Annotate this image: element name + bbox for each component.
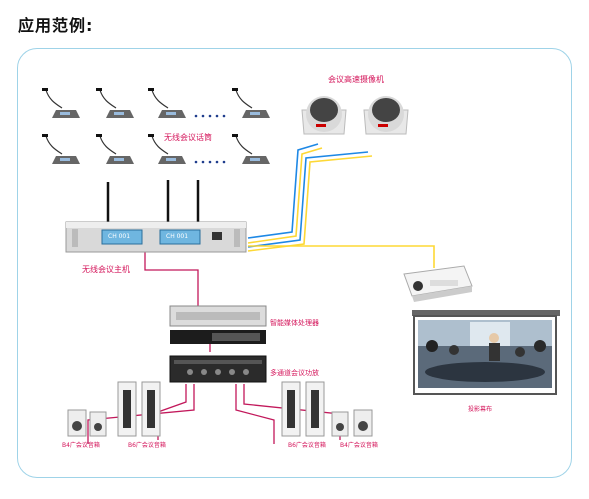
speaker: [353, 409, 373, 437]
screen-label: 投影幕布: [468, 406, 493, 413]
host-screen-left: CH 001: [108, 233, 131, 240]
host-screen-right: CH 001: [166, 233, 189, 240]
amplifier-label: 多通道会议功放: [270, 369, 319, 377]
ellipsis-dots: [194, 114, 226, 164]
amplifier: [169, 355, 267, 383]
camera-cable-blue-1: [247, 143, 319, 239]
microphone: [232, 134, 270, 164]
host-label: 无线会议主机: [82, 265, 130, 274]
dome-camera: [301, 96, 347, 135]
speaker: [331, 411, 349, 437]
microphone: [148, 88, 186, 118]
camera-cable-yellow-2: [247, 155, 373, 252]
microphone: [42, 134, 80, 164]
microphone: [42, 88, 80, 118]
speaker-label-1: B4广会议音箱: [62, 442, 100, 449]
microphone: [232, 88, 270, 118]
wireless-host-unit: [65, 180, 247, 253]
speaker: [67, 409, 87, 437]
camera-cables: [247, 143, 373, 252]
camera-cable-yellow-1: [247, 147, 323, 244]
camera-label: 会议高速摄像机: [328, 75, 384, 84]
processor-label: 智能媒体处理器: [270, 319, 319, 327]
speaker: [89, 411, 107, 437]
microphones-label: 无线会议话筒: [164, 133, 212, 142]
camera-cable-blue-2: [247, 151, 369, 248]
microphone: [96, 88, 134, 118]
media-processor: [169, 305, 267, 344]
projector-cable: [248, 245, 435, 268]
page-heading: 应用范例:: [18, 16, 94, 35]
speaker: [117, 381, 137, 437]
speaker-label-3: B6广会议音箱: [288, 442, 326, 449]
microphone: [96, 134, 134, 164]
projection-screen: [412, 310, 560, 395]
speaker-label-4: B4广会议音箱: [340, 442, 378, 449]
speaker-label-2: B6广会议音箱: [128, 442, 166, 449]
microphone: [148, 134, 186, 164]
speaker: [305, 381, 325, 437]
dome-camera: [363, 96, 409, 135]
speaker: [281, 381, 301, 437]
projector: [403, 265, 473, 302]
speaker: [141, 381, 161, 437]
diagram-frame: [17, 48, 572, 478]
